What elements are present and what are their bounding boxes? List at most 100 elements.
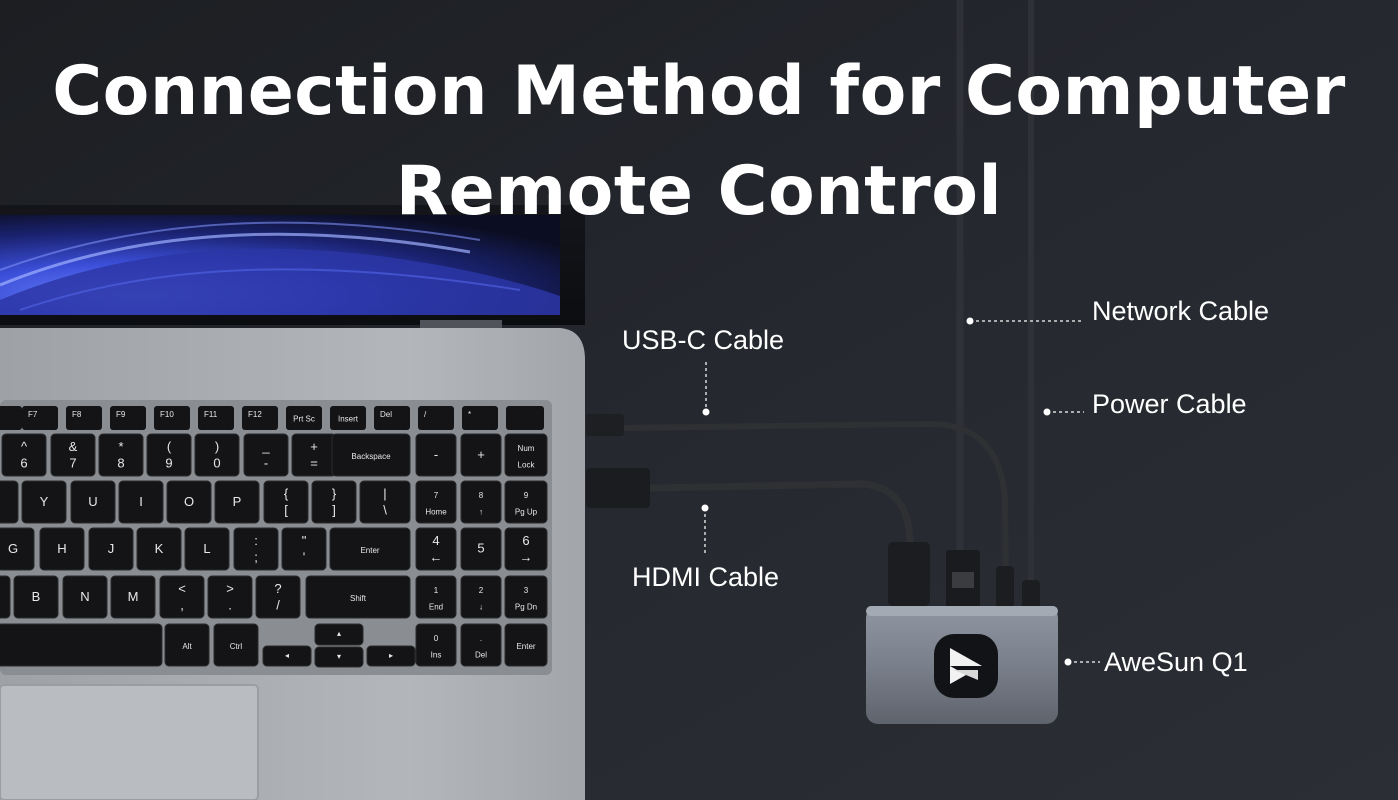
keyboard-key: _- xyxy=(243,433,289,477)
key-label: _ xyxy=(261,439,270,454)
key-label: ← xyxy=(430,550,443,565)
function-key: F12 xyxy=(242,406,278,430)
keyboard-key xyxy=(0,480,19,524)
keyboard-key: ◂ xyxy=(262,645,312,667)
keyboard-key: Shift xyxy=(305,575,411,619)
key-label: ↑ xyxy=(479,508,483,517)
key-label: K xyxy=(155,541,164,556)
key-label: ▾ xyxy=(337,652,341,661)
keyboard-key: += xyxy=(291,433,337,477)
key-label: 1 xyxy=(434,586,439,595)
hdmi-cable-label: HDMI Cable xyxy=(632,562,780,592)
keyboard-key: |\ xyxy=(359,480,411,524)
key-label: Num xyxy=(518,444,535,453)
key-label: \ xyxy=(383,503,387,518)
key-label: M xyxy=(128,589,139,604)
key-label: > xyxy=(226,581,234,596)
keyboard-key xyxy=(0,623,163,667)
keyboard-key: Y xyxy=(21,480,67,524)
callout-leaders xyxy=(704,320,1100,663)
keyboard-key: 2↓ xyxy=(460,575,502,619)
key-label: [ xyxy=(284,503,288,518)
function-key: F9 xyxy=(110,406,146,430)
keyboard-key: &7 xyxy=(50,433,96,477)
key-label: Lock xyxy=(518,461,536,470)
key-label: / xyxy=(424,410,427,419)
keyboard-key: 5 xyxy=(460,527,502,571)
key-label: Shift xyxy=(350,594,367,603)
key-label: F11 xyxy=(204,410,218,419)
key-label: Insert xyxy=(338,414,359,423)
key-label: 7 xyxy=(69,456,76,471)
key-label: . xyxy=(480,634,482,643)
key-label: ◂ xyxy=(285,651,289,660)
key-label: ↓ xyxy=(479,603,483,612)
key-label: Enter xyxy=(360,546,379,555)
function-key: F10 xyxy=(154,406,190,430)
keyboard-key: U xyxy=(70,480,116,524)
key-label: F7 xyxy=(28,410,38,419)
keyboard-key: P xyxy=(214,480,260,524)
keyboard-key: 3Pg Dn xyxy=(504,575,548,619)
keyboard-key: - xyxy=(415,433,457,477)
key-label: O xyxy=(184,494,194,509)
callout-dots xyxy=(701,317,1072,666)
function-key: * xyxy=(462,406,498,430)
key-label: & xyxy=(69,439,78,454)
key-label: " xyxy=(302,533,307,548)
keyboard-key: O xyxy=(166,480,212,524)
key-label: 0 xyxy=(434,634,439,643)
keyboard-key: ▾ xyxy=(314,646,364,668)
key-label: ] xyxy=(332,503,336,518)
key-label: 8 xyxy=(479,491,484,500)
function-key: Prt Sc xyxy=(286,406,322,430)
key-label: { xyxy=(284,486,289,501)
keyboard-key: 6→ xyxy=(504,527,548,571)
function-key: F8 xyxy=(66,406,102,430)
laptop-screen xyxy=(0,205,585,346)
keyboard-key: 8↑ xyxy=(460,480,502,524)
keyboard-key: I xyxy=(118,480,164,524)
keyboard-key: (9 xyxy=(146,433,192,477)
key-label: , xyxy=(180,598,184,613)
key-label: Backspace xyxy=(351,452,391,461)
keyboard-key: <, xyxy=(159,575,205,619)
key-label: U xyxy=(88,494,97,509)
key-label: - xyxy=(434,447,438,462)
keyboard-key: N xyxy=(62,575,108,619)
touchpad xyxy=(0,684,259,800)
keyboard-key: M xyxy=(110,575,156,619)
keyboard-key: )0 xyxy=(194,433,240,477)
keyboard-key: K xyxy=(136,527,182,571)
keyboard-key: .Del xyxy=(460,623,502,667)
key-label: Alt xyxy=(182,642,192,651)
key-label: } xyxy=(332,486,337,501)
page-title-line-2: Remote Control xyxy=(395,152,1003,231)
keyboard-key: ^6 xyxy=(1,433,47,477)
key-label: ' xyxy=(303,550,305,565)
awesun-hub xyxy=(866,606,1058,724)
keyboard-key: *8 xyxy=(98,433,144,477)
key-label: . xyxy=(228,598,232,613)
key-label: End xyxy=(429,603,443,612)
keyboard-key: :; xyxy=(233,527,279,571)
key-label: ^ xyxy=(21,439,28,454)
key-label: 0 xyxy=(213,456,220,471)
key-label: Pg Up xyxy=(515,508,538,517)
key-label: 6 xyxy=(20,456,27,471)
function-key: F11 xyxy=(198,406,234,430)
key-label: ( xyxy=(167,439,172,454)
key-label: → xyxy=(520,550,533,565)
keyboard-key: ▴ xyxy=(314,623,364,646)
usb-c-cable-label: USB-C Cable xyxy=(622,325,785,355)
keyboard-key: Alt xyxy=(164,623,210,667)
usb-c-plug xyxy=(586,414,624,436)
key-label: 9 xyxy=(165,456,172,471)
keyboard-key xyxy=(0,575,11,619)
key-label: I xyxy=(139,494,143,509)
key-label: Prt Sc xyxy=(293,414,315,423)
keyboard-key: "' xyxy=(281,527,327,571)
